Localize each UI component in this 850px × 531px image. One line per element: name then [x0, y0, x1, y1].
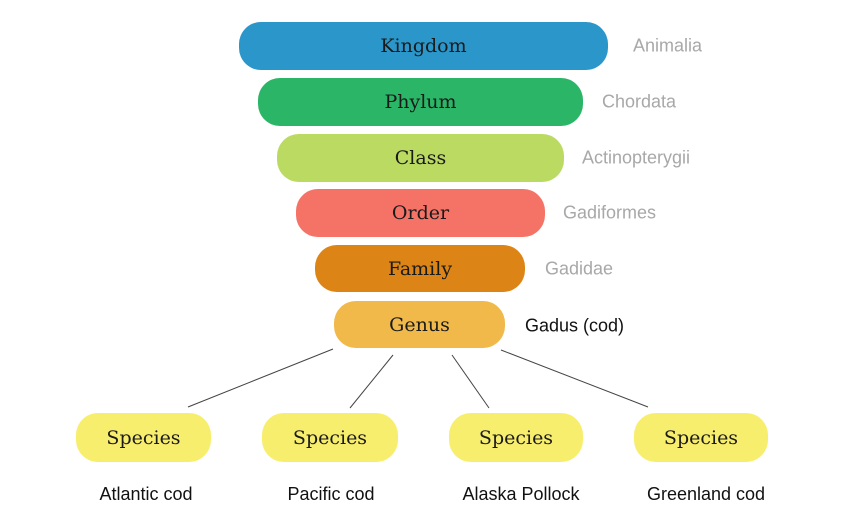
species-label: Species — [663, 426, 739, 449]
species-name: Alaska Pollock — [462, 484, 580, 504]
species-label: Species — [106, 426, 181, 449]
rank-value: Animalia — [633, 35, 703, 56]
species-box: Species — [634, 413, 768, 462]
rank-value-genus: Gadus (cod) — [525, 315, 625, 336]
species-name: Pacific cod — [287, 484, 375, 504]
rank-kingdom: Kingdom — [239, 22, 608, 70]
connector-line — [187, 348, 334, 408]
rank-label: Genus — [389, 313, 450, 336]
species-box: Species — [76, 413, 211, 462]
species-box: Species — [449, 413, 583, 462]
rank-family: Family — [315, 245, 525, 292]
species-label: Species — [478, 426, 554, 449]
rank-label: Order — [391, 202, 450, 224]
rank-order: Order — [296, 189, 545, 237]
rank-label: Family — [387, 257, 453, 280]
connector-line — [500, 349, 649, 408]
species-box: Species — [262, 413, 398, 462]
rank-value: Actinopterygii — [582, 147, 691, 168]
rank-label: Phylum — [384, 91, 457, 113]
species-name: Atlantic cod — [99, 484, 193, 504]
rank-class: Class — [277, 134, 564, 182]
rank-phylum: Phylum — [258, 78, 583, 126]
rank-label: Class — [394, 147, 447, 169]
connector-line — [451, 354, 490, 409]
rank-value: Gadidae — [545, 258, 614, 279]
rank-label: Kingdom — [380, 35, 467, 57]
rank-genus: Genus — [334, 301, 505, 348]
species-label: Species — [292, 426, 368, 449]
rank-value: Gadiformes — [563, 202, 657, 223]
connector-line — [349, 354, 394, 409]
rank-value: Chordata — [602, 91, 677, 112]
species-name: Greenland cod — [646, 484, 766, 504]
